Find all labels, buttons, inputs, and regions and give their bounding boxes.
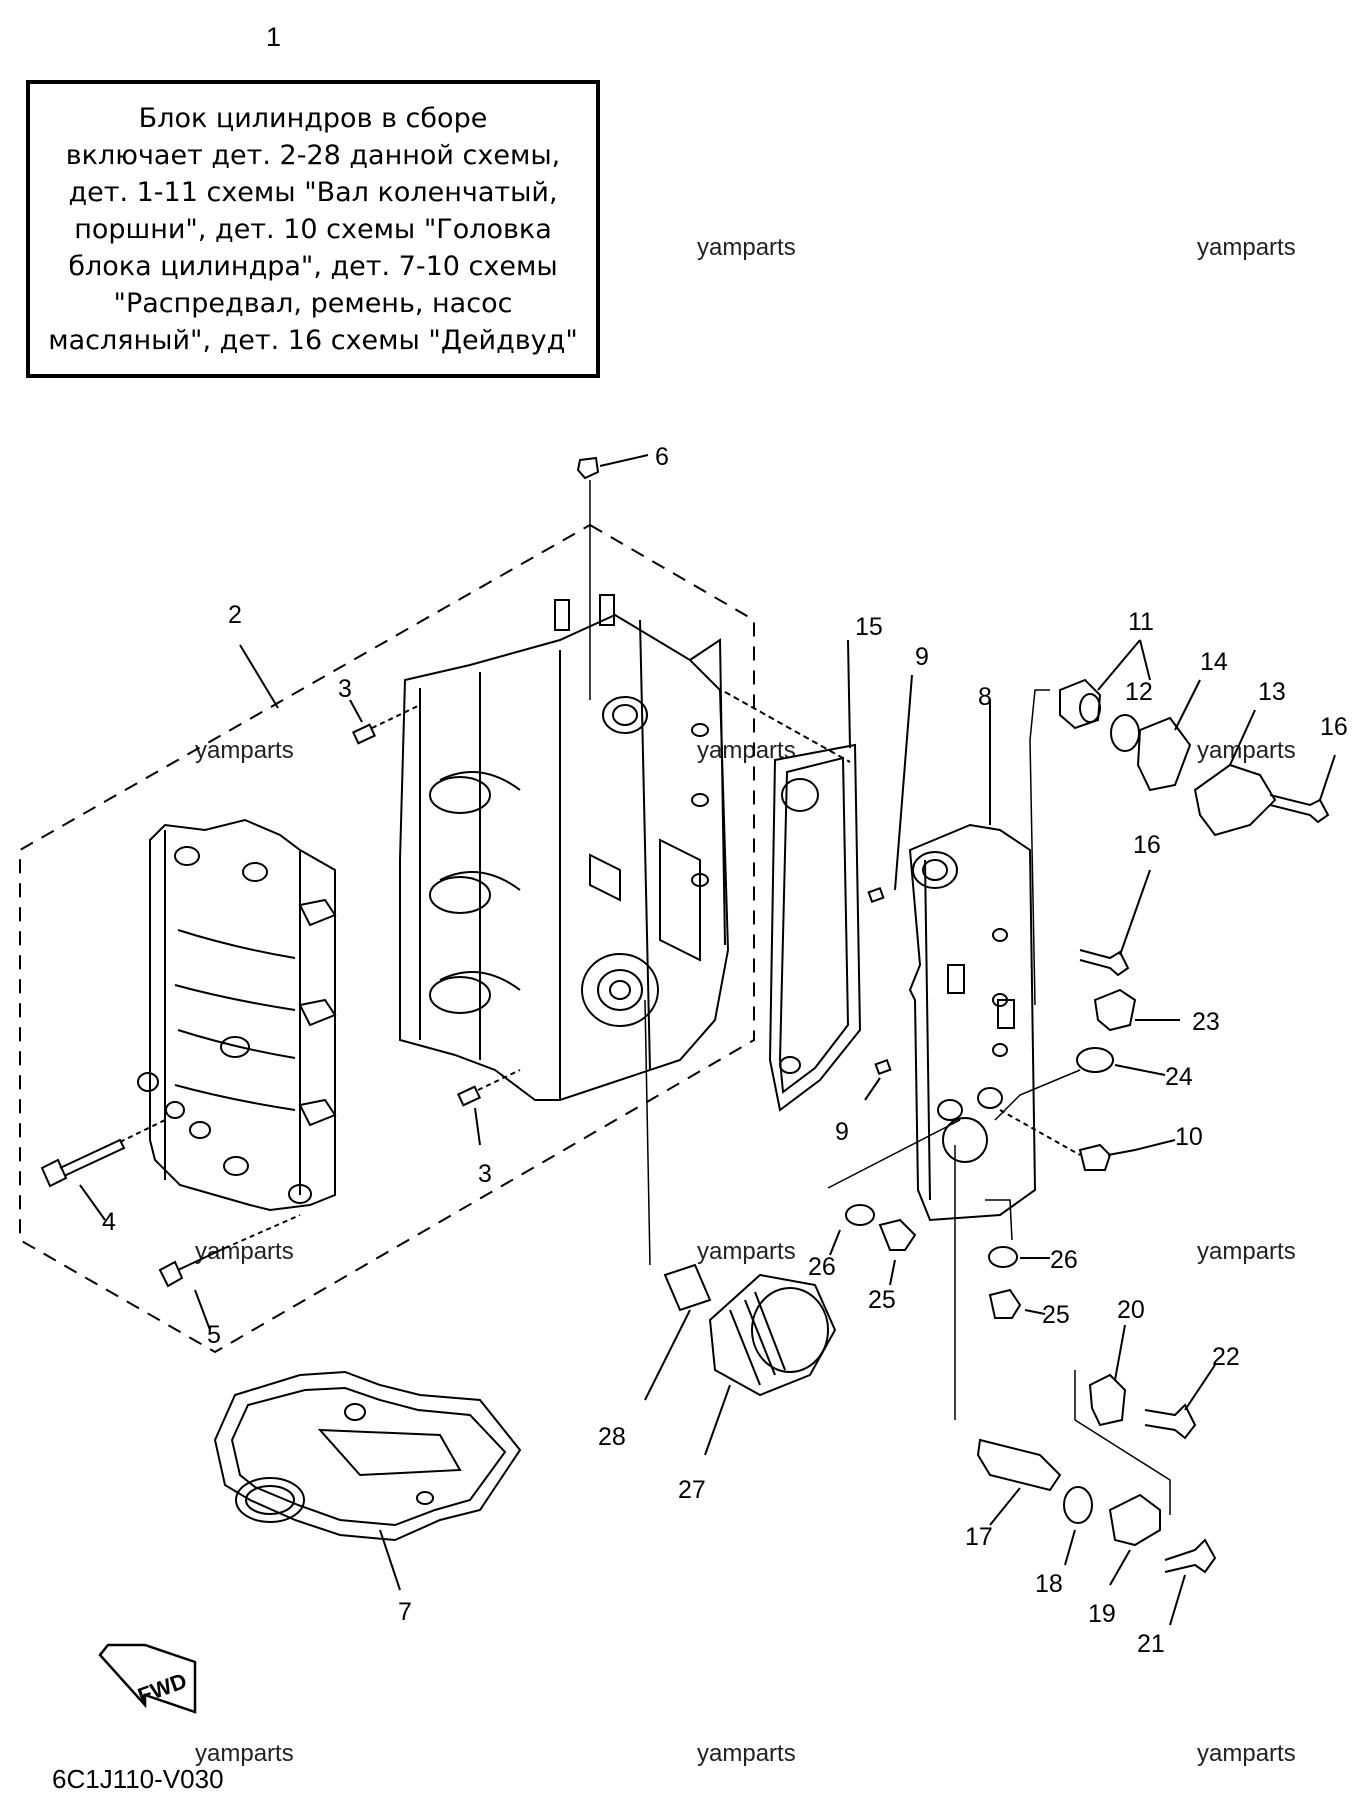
part-16-bolt-upper (1269, 794, 1330, 824)
note-line: Блок цилиндров в сборе (138, 102, 488, 134)
part-18-grommet (1063, 1486, 1093, 1524)
note-line: дет. 1-11 схемы "Вал коленчатый, (68, 176, 558, 208)
note-line: блока цилиндра", дет. 7-10 схемы (68, 250, 558, 282)
part-17-anode (976, 1438, 1062, 1492)
part-26-washer-right (988, 1246, 1018, 1268)
part-25-plug-left (878, 1218, 917, 1251)
part-4-bolt (40, 1138, 126, 1188)
watermark: yamparts (697, 1238, 796, 1265)
watermark: yamparts (195, 1740, 294, 1767)
part-9-pin-upper (867, 886, 885, 904)
callout-16: 16 (1320, 713, 1348, 741)
callout-14: 14 (1200, 648, 1228, 676)
watermark: yamparts (1197, 737, 1296, 764)
callout-9: 9 (915, 643, 929, 671)
callout-25: 25 (868, 1286, 896, 1314)
part-11-fitting (1059, 678, 1102, 730)
watermark: yamparts (1197, 234, 1296, 261)
part-25-plug-right (988, 1288, 1022, 1319)
figure-code: 6C1J110-V030 (52, 1764, 224, 1794)
callout-2: 2 (228, 601, 242, 629)
fwd-label: FWD (134, 1668, 190, 1709)
callout-10: 10 (1175, 1123, 1203, 1151)
part-28-nipple (663, 1263, 712, 1312)
fwd-arrow-icon (98, 1643, 197, 1714)
callout-22: 22 (1212, 1343, 1240, 1371)
crankcase-cover (137, 818, 337, 1212)
callout-24: 24 (1165, 1063, 1193, 1091)
callout-8: 8 (978, 683, 992, 711)
callout-16: 16 (1133, 831, 1161, 859)
callout-9: 9 (835, 1118, 849, 1146)
note-line: масляный", дет. 16 схемы "Дейдвуд" (48, 324, 578, 356)
assembly-boundary (19, 524, 755, 1354)
assembly-note-box: Блок цилиндров в сборе включает дет. 2-2… (26, 80, 600, 378)
watermark: yamparts (697, 234, 796, 261)
callout-28: 28 (598, 1423, 626, 1451)
part-23-plug (1093, 988, 1137, 1032)
part-10-fitting (1078, 1143, 1136, 1171)
part-21-bolt (1164, 1538, 1217, 1574)
note-line: включает дет. 2-28 данной схемы, (65, 139, 561, 171)
callout-6: 6 (655, 443, 669, 471)
callout-12: 12 (1125, 678, 1153, 706)
callout-7: 7 (398, 1598, 412, 1626)
part-16-bolt-lower (1079, 949, 1130, 977)
part-3-dowel-upper (351, 723, 377, 745)
part-19-bracket (1108, 1493, 1161, 1547)
callout-1: 1 (266, 22, 282, 52)
callout-17: 17 (965, 1523, 993, 1551)
callout-3: 3 (338, 675, 352, 703)
callout-5: 5 (207, 1321, 221, 1349)
callout-25: 25 (1042, 1301, 1070, 1329)
callout-11: 11 (1128, 608, 1154, 636)
part-6-plug (576, 456, 600, 480)
part-8-exhaust-cover (908, 823, 1037, 1222)
cylinder-block (399, 594, 730, 1101)
callout-21: 21 (1137, 1630, 1165, 1658)
watermark: yamparts (697, 1740, 796, 1767)
note-line: поршни", дет. 10 схемы "Головка (74, 213, 552, 245)
callout-3: 3 (478, 1160, 492, 1188)
part-20-clip (1088, 1373, 1127, 1427)
part-5-bolt (158, 1247, 226, 1288)
callout-15: 15 (855, 613, 883, 641)
part-13-cover (1193, 763, 1277, 837)
callout-13: 13 (1258, 678, 1286, 706)
callout-26: 26 (1050, 1246, 1078, 1274)
part-24-oring (1076, 1047, 1114, 1073)
callout-18: 18 (1035, 1570, 1063, 1598)
part-3-dowel-lower (456, 1085, 482, 1107)
part-7-gasket (213, 1370, 522, 1542)
callout-19: 19 (1088, 1600, 1116, 1628)
part-27-oil-filter (708, 1273, 837, 1397)
watermark: yamparts (195, 1238, 294, 1265)
part-26-washer-left (845, 1204, 875, 1226)
part-15-gasket (768, 743, 862, 1112)
callout-20: 20 (1117, 1296, 1145, 1324)
callout-4: 4 (102, 1208, 116, 1236)
part-22-bolt (1144, 1403, 1197, 1440)
callout-26: 26 (808, 1253, 836, 1281)
part-9-pin-lower (874, 1058, 892, 1076)
watermark: yamparts (1197, 1238, 1296, 1265)
part-14-gasket (1136, 716, 1192, 792)
part-12-washer (1110, 714, 1140, 752)
watermark: yamparts (1197, 1740, 1296, 1767)
callout-23: 23 (1192, 1008, 1220, 1036)
note-line: "Распредвал, ремень, насос (113, 287, 513, 319)
callout-27: 27 (678, 1476, 706, 1504)
